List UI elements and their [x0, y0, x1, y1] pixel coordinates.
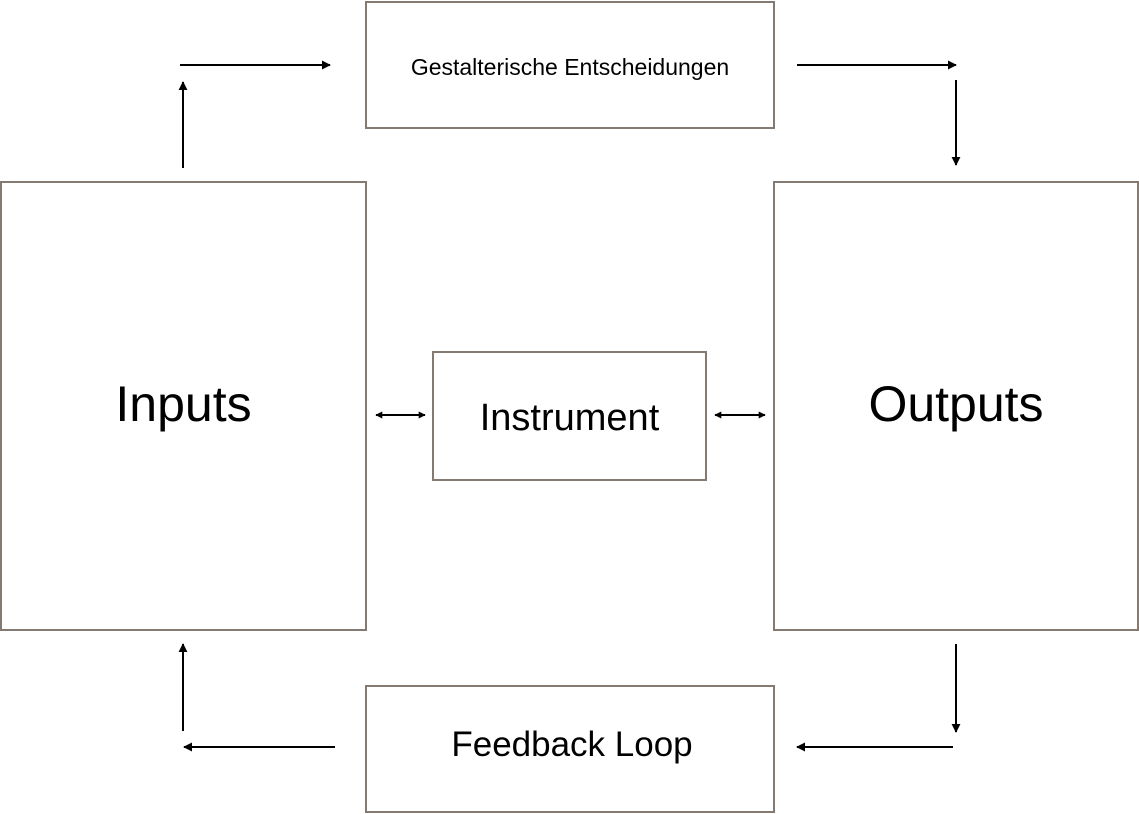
instrument-box: Instrument — [432, 351, 707, 481]
design-decisions-box: Gestalterische Entscheidungen — [365, 1, 775, 129]
feedback-loop-label: Feedback Loop — [451, 725, 693, 764]
feedback-loop-box: Feedback Loop — [365, 685, 775, 813]
outputs-box: Outputs — [773, 181, 1139, 631]
outputs-label: Outputs — [868, 376, 1044, 432]
instrument-label: Instrument — [479, 396, 660, 439]
design-decisions-label: Gestalterische Entscheidungen — [410, 53, 730, 80]
inputs-box: Inputs — [0, 181, 367, 631]
inputs-label: Inputs — [115, 376, 252, 432]
